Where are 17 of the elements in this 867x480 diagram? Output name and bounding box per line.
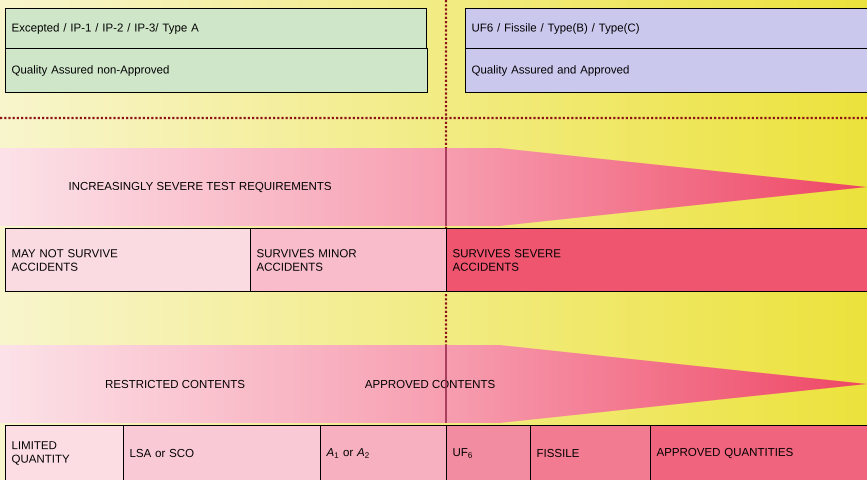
content-box: LIMITED QUANTITY xyxy=(5,425,124,480)
category-box: Quality Assured and Approved xyxy=(465,48,867,93)
node-label: Quality Assured and Approved xyxy=(472,65,629,76)
content-box: FISSILE xyxy=(530,425,651,480)
requirement-box: MAY NOT SURVIVE ACCIDENTS xyxy=(5,228,251,292)
band-arrow: RESTRICTED CONTENTS APPROVED CONTENTS xyxy=(106,380,495,388)
node-label: UF6 / Fissile / Type(B) / Type(C) xyxy=(472,23,639,34)
requirement-box: SURVIVES SEVERE ACCIDENTS xyxy=(446,228,867,292)
band-arrow: INCREASINGLY SEVERE TEST REQUIREMENTS xyxy=(70,182,331,192)
content-box: APPROVED QUANTITIES xyxy=(650,425,867,480)
requirement-box: SURVIVES MINOR ACCIDENTS xyxy=(250,228,447,292)
category-box: UF6 / Fissile / Type(B) / Type(C) xyxy=(465,8,867,49)
content-box: LSA or SCO xyxy=(123,425,321,480)
category-box: Excepted / IP-1 / IP-2 / IP-3/ Type A xyxy=(5,8,427,49)
content-box: UF$_{6}$ xyxy=(446,425,531,480)
category-box: Quality Assured non-Approved xyxy=(5,48,428,93)
content-box: A$_{1}$ or A$_{2}$ xyxy=(320,425,447,480)
